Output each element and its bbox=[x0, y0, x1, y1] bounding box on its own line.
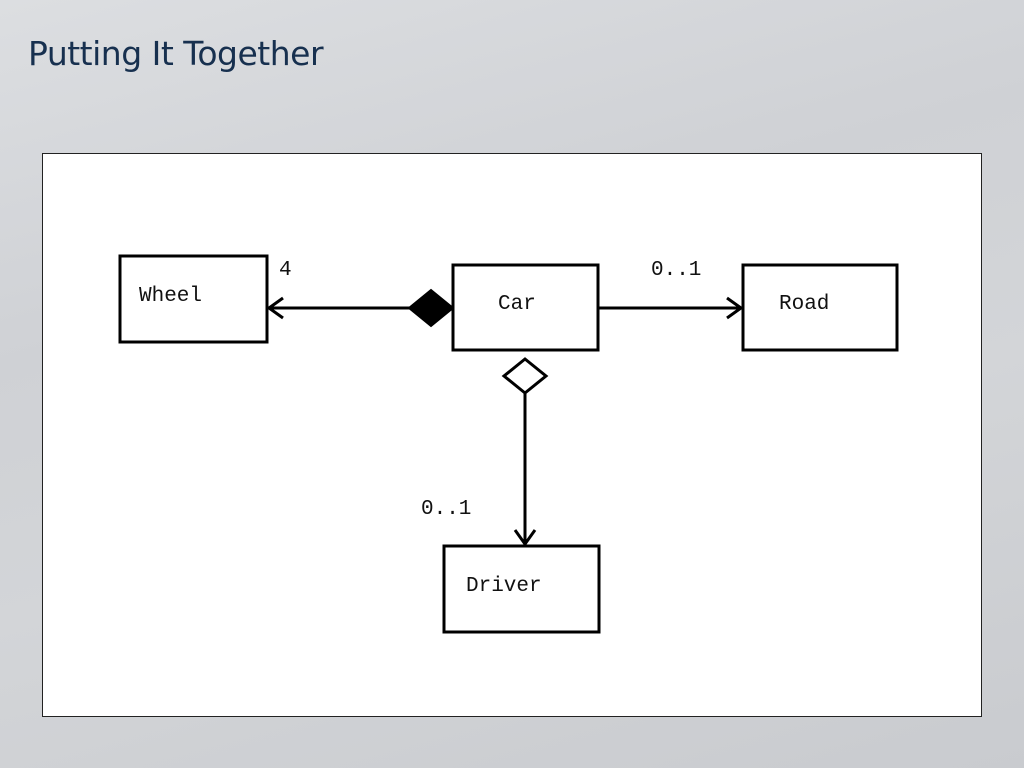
multiplicity-road: 0..1 bbox=[651, 259, 701, 282]
class-driver: Driver bbox=[442, 544, 601, 634]
association-car-driver: 0..1 bbox=[421, 357, 549, 547]
composition-diamond bbox=[407, 288, 455, 328]
class-car-label: Car bbox=[498, 293, 536, 316]
class-wheel-label: Wheel bbox=[139, 285, 202, 308]
uml-class-diagram: Wheel Car Road Driver 4 0..1 bbox=[42, 153, 982, 717]
association-car-wheel: 4 bbox=[266, 259, 455, 328]
class-wheel: Wheel bbox=[118, 254, 269, 344]
multiplicity-wheel: 4 bbox=[279, 259, 292, 282]
slide-title: Putting It Together bbox=[28, 34, 324, 73]
aggregation-diamond bbox=[501, 357, 549, 395]
class-road: Road bbox=[741, 263, 899, 352]
class-road-label: Road bbox=[779, 293, 829, 316]
class-car: Car bbox=[451, 263, 600, 352]
multiplicity-driver: 0..1 bbox=[421, 498, 471, 521]
class-driver-label: Driver bbox=[466, 575, 542, 598]
association-car-road: 0..1 bbox=[598, 259, 744, 320]
